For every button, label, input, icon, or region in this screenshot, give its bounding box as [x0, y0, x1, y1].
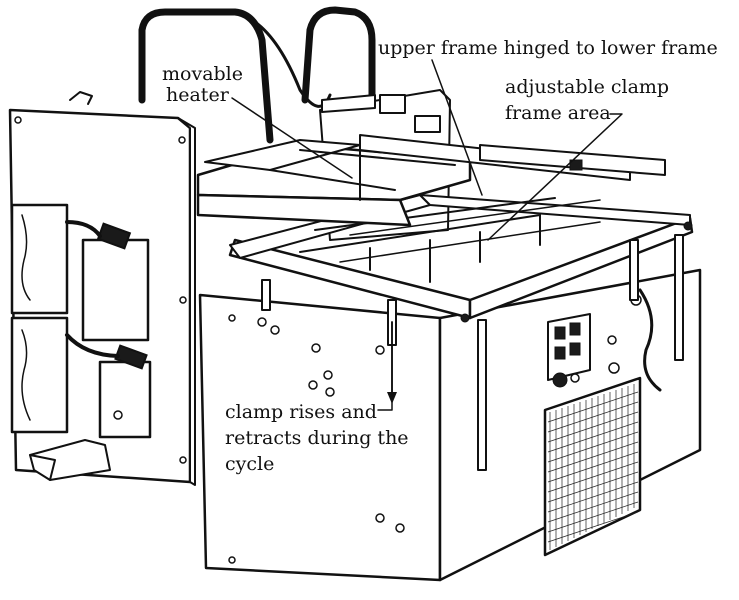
ventilation-grille [543, 376, 642, 557]
movable-heater [196, 134, 666, 227]
left-control-panel [8, 91, 196, 486]
down-arrow-icon [387, 392, 397, 404]
clamp-rises-label-line3: cycle [225, 453, 274, 475]
heater-leader [231, 97, 353, 179]
right-side-controls [547, 294, 642, 388]
overhead-cable-conduit [138, 6, 376, 144]
heater-label-line2: heater [166, 84, 230, 106]
clamp-area-label-line2: frame area [505, 102, 611, 124]
hinge-leader [431, 59, 483, 196]
callout-leaders [231, 59, 623, 411]
callout-labels: movable heater upper frame hinged to low… [162, 37, 718, 475]
hinge-label: upper frame hinged to lower frame [378, 37, 718, 59]
clamp-rises-label-line2: retracts during the [225, 427, 409, 449]
clamp-area-label-line1: adjustable clamp [505, 76, 669, 98]
heater-label-line1: movable [162, 63, 243, 85]
clamp-area-leader [487, 113, 623, 241]
clamp-rises-label-line1: clamp rises and [225, 401, 377, 423]
